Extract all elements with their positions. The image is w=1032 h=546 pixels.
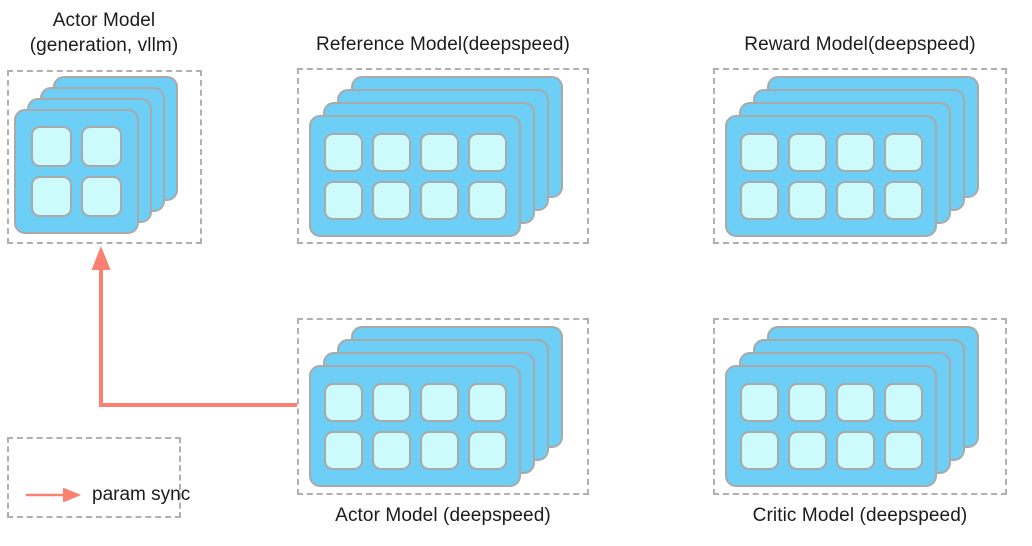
group-title-critic-model: Critic Model (deepspeed) xyxy=(752,505,968,526)
gpu-chip xyxy=(883,430,923,470)
group-boundary-critic-model xyxy=(713,318,1007,495)
arrow-right-icon xyxy=(26,488,81,502)
gpu-card-stack-actor-generation xyxy=(7,70,202,244)
gpu-card-front xyxy=(309,365,521,487)
gpu-chip xyxy=(81,126,122,167)
gpu-chip xyxy=(739,430,779,470)
group-boundary-reward-model xyxy=(713,68,1007,244)
group-reference-model-deepspeed[interactable] xyxy=(297,68,589,244)
gpu-chip xyxy=(323,382,363,422)
gpu-chip xyxy=(787,132,827,172)
gpu-chip xyxy=(787,430,827,470)
group-boundary-actor-deepspeed xyxy=(297,318,589,495)
group-reward-model-deepspeed[interactable] xyxy=(713,68,1007,244)
gpu-chip xyxy=(467,132,507,172)
gpu-card-front xyxy=(309,115,521,237)
gpu-chip xyxy=(835,180,875,220)
gpu-chip xyxy=(739,132,779,172)
legend-label-param-sync: param sync xyxy=(92,484,191,505)
gpu-chip xyxy=(31,126,72,167)
gpu-chip xyxy=(81,176,122,217)
gpu-chip xyxy=(739,180,779,220)
gpu-chip xyxy=(371,382,411,422)
gpu-chip xyxy=(371,430,411,470)
legend-item-param-sync: param sync xyxy=(25,484,190,506)
group-actor-model-generation-vllm[interactable] xyxy=(7,70,202,244)
gpu-card-stack-critic-model xyxy=(713,318,1007,495)
gpu-chip xyxy=(883,180,923,220)
group-actor-model-deepspeed[interactable] xyxy=(297,318,589,495)
gpu-chip xyxy=(419,382,459,422)
legend-box: param sync xyxy=(7,437,190,518)
gpu-card-front xyxy=(725,115,937,237)
gpu-chip xyxy=(323,132,363,172)
gpu-chip xyxy=(835,132,875,172)
gpu-chip xyxy=(467,382,507,422)
param-sync-arrow-head-icon xyxy=(91,246,111,270)
group-title-reward-model: Reward Model(deepspeed) xyxy=(744,34,976,55)
gpu-chip xyxy=(835,430,875,470)
gpu-chip xyxy=(787,382,827,422)
gpu-card-stack-reward-model xyxy=(713,68,1007,244)
gpu-chip xyxy=(787,180,827,220)
gpu-chip xyxy=(323,180,363,220)
gpu-card-stack-actor-deepspeed xyxy=(297,318,589,495)
gpu-chip xyxy=(739,382,779,422)
gpu-chip xyxy=(371,180,411,220)
legend-boundary xyxy=(7,437,181,518)
group-title-actor-generation: Actor Model (generation, vllm) xyxy=(29,10,179,56)
group-boundary-actor-generation xyxy=(7,70,202,244)
gpu-card-stack-reference-model xyxy=(297,68,589,244)
gpu-chip xyxy=(883,382,923,422)
gpu-card-front xyxy=(14,109,139,234)
gpu-chip xyxy=(31,176,72,217)
gpu-chip xyxy=(467,180,507,220)
gpu-chip xyxy=(323,430,363,470)
group-title-reference-model: Reference Model(deepspeed) xyxy=(316,34,570,55)
gpu-chip xyxy=(883,132,923,172)
gpu-chip xyxy=(419,430,459,470)
gpu-chip xyxy=(835,382,875,422)
gpu-card-front xyxy=(725,365,937,487)
group-boundary-reference-model xyxy=(297,68,589,244)
group-critic-model-deepspeed[interactable] xyxy=(713,318,1007,495)
gpu-chip xyxy=(419,180,459,220)
param-sync-arrow-line xyxy=(99,262,297,407)
gpu-chip xyxy=(467,430,507,470)
group-title-actor-deepspeed: Actor Model (deepspeed) xyxy=(335,505,551,526)
gpu-chip xyxy=(419,132,459,172)
gpu-chip xyxy=(371,132,411,172)
